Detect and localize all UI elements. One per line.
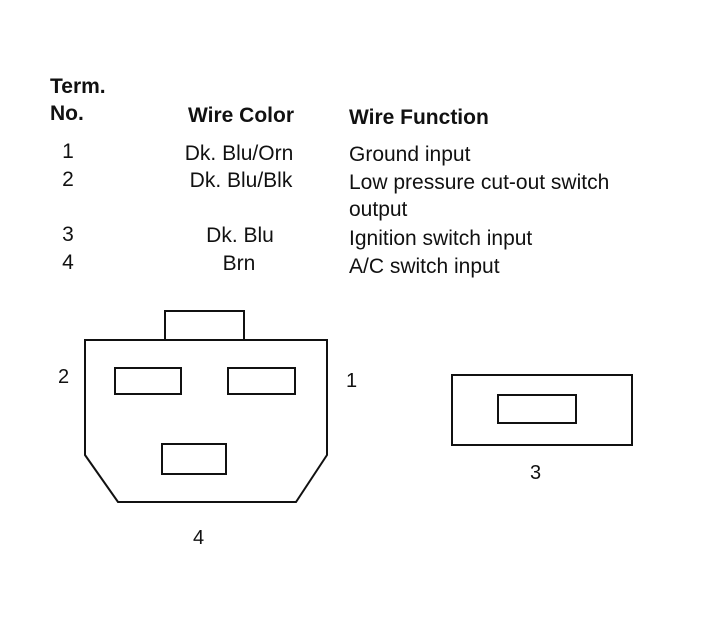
row-3-function: Ignition switch input: [349, 227, 533, 250]
row-2-function-line2: output: [349, 198, 408, 221]
row-2-function-line1: Low pressure cut-out switch: [349, 171, 610, 194]
row-4-term: 4: [62, 251, 74, 274]
row-3-color: Dk. Blu: [206, 224, 274, 247]
left-connector-terminal-4-cavity: [161, 443, 227, 475]
row-4-function: A/C switch input: [349, 255, 500, 278]
left-connector-terminal-1-cavity: [227, 367, 296, 395]
row-4-color: Brn: [222, 252, 256, 275]
terminal-label-1: 1: [346, 370, 358, 392]
header-term-line2: No.: [50, 102, 84, 125]
header-term-line1: Term.: [50, 75, 106, 98]
right-connector-body: [451, 374, 633, 446]
terminal-label-4: 4: [193, 527, 205, 549]
terminal-label-3: 3: [530, 462, 542, 484]
left-connector-terminal-2-cavity: [114, 367, 182, 395]
header-wire-color: Wire Color: [188, 104, 294, 127]
row-2-color: Dk. Blu/Blk: [189, 169, 293, 192]
terminal-label-2: 2: [58, 366, 70, 388]
right-connector-terminal-3-cavity: [497, 394, 577, 424]
row-2-term: 2: [62, 168, 74, 191]
row-1-function: Ground input: [349, 143, 471, 166]
header-wire-function: Wire Function: [349, 106, 489, 129]
row-3-term: 3: [62, 223, 74, 246]
left-connector-body: [84, 339, 328, 503]
row-1-term: 1: [62, 140, 74, 163]
row-1-color: Dk. Blu/Orn: [184, 142, 294, 165]
left-connector-lock-tab: [164, 310, 245, 341]
